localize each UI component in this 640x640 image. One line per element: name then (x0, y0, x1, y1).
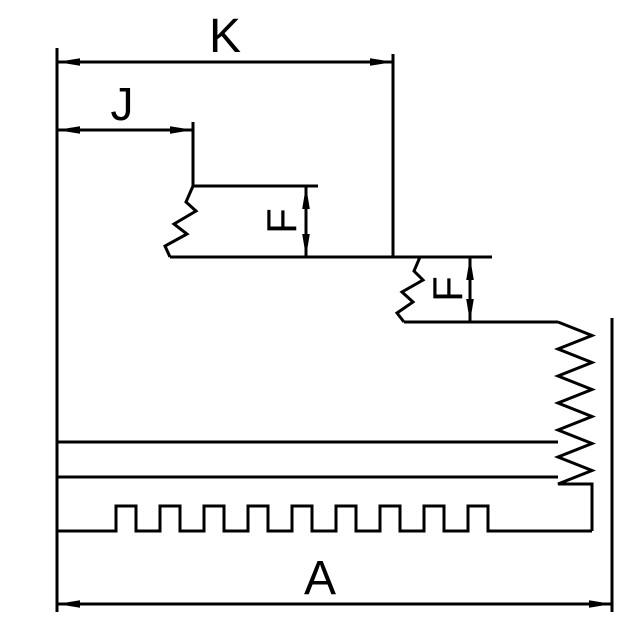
serrated-right-edge (553, 320, 597, 531)
k-dimension-label: K (209, 10, 241, 63)
a-dimension-label: A (304, 552, 336, 605)
f-upper-dimension-label: F (258, 208, 305, 234)
f-lower-dimension-label: F (424, 276, 471, 302)
upper-step-break-line (163, 185, 199, 258)
bottom-rack-teeth-edge (57, 504, 592, 533)
j-dimension-label: J (111, 78, 134, 130)
lower-step-break-line (394, 256, 426, 323)
